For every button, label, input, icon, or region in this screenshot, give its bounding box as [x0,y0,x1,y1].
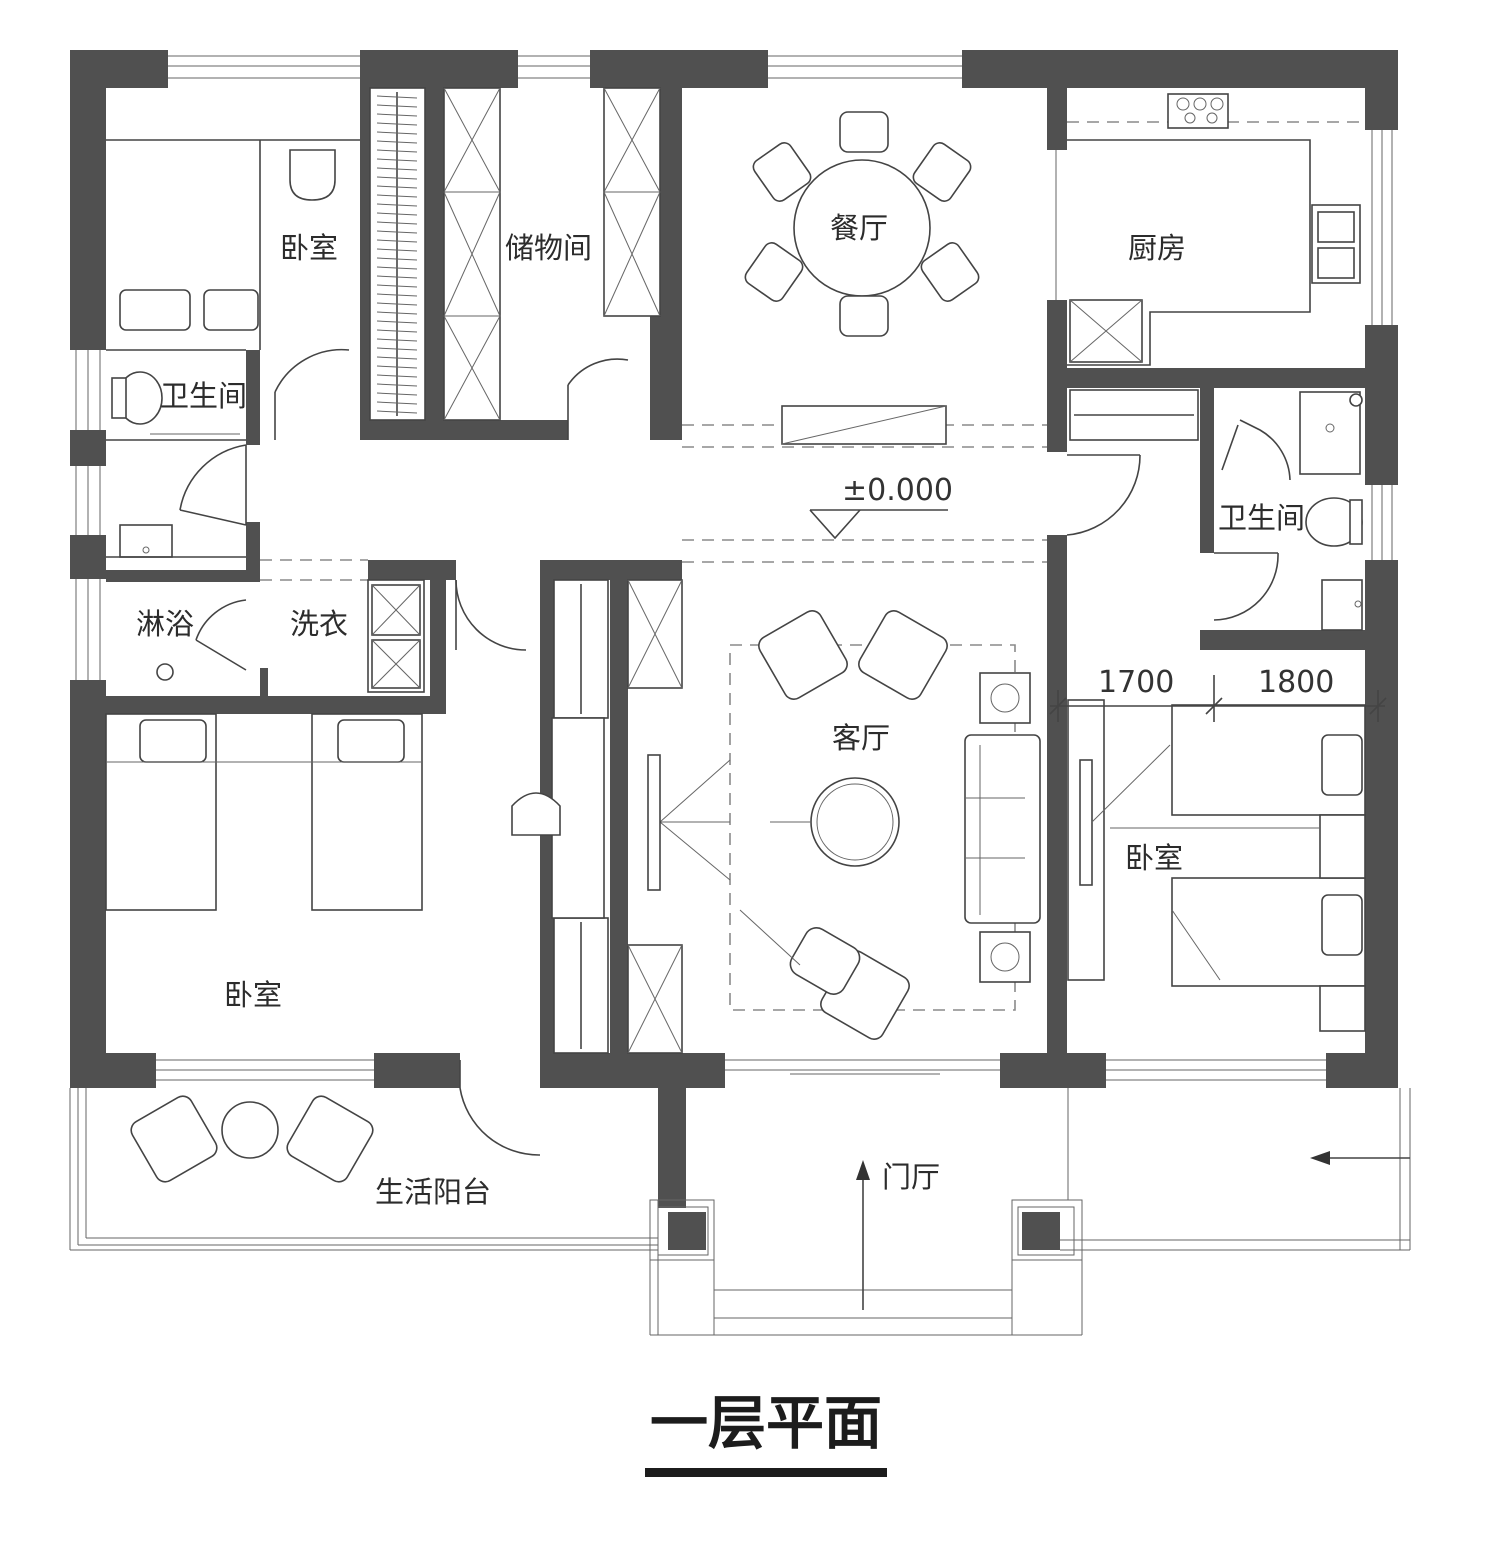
living-furniture [647,610,1041,1040]
room-label-laundry: 洗衣 [290,607,348,641]
dimension-label-1800: 1800 [1258,665,1334,700]
bedroom-e-furniture [1067,699,1366,1032]
dining-table [744,111,980,445]
elevation-label: ±0.000 [842,473,953,508]
room-label-balcony: 生活阳台 [375,1175,491,1209]
room-label-kitchen: 厨房 [1128,231,1186,265]
balcony-furniture [130,1095,374,1183]
kitchen-fixtures [1055,93,1361,366]
east-bath-fixtures [1221,391,1363,631]
room-label-bedroom-sw: 卧室 [224,978,282,1012]
elevation-marker [809,509,948,540]
room-label-bedroom-e: 卧室 [1125,841,1183,875]
bedroom-nw-furniture [106,139,360,350]
room-label-bath-e: 卫生间 [1218,501,1305,535]
walls [70,50,1398,1250]
balcony-outline [69,1088,1411,1336]
storage-cabinets [369,87,1199,1054]
room-label-foyer: 门厅 [882,1160,940,1194]
west-bath-fixtures [106,349,425,693]
title-underline [645,1468,887,1477]
entrance-arrows [856,1151,1410,1310]
room-label-bedroom-nw: 卧室 [280,231,338,265]
doors [179,348,1291,1156]
room-label-storage: 储物间 [505,231,592,265]
dimension-line [1049,675,1387,722]
windows [75,55,1393,1081]
dimension-label-1700: 1700 [1098,665,1174,700]
room-label-shower: 淋浴 [136,607,194,641]
bedroom-sw-furniture [105,713,605,919]
room-label-dining: 餐厅 [830,211,888,245]
plan-title: 一层平面 [650,1389,882,1457]
room-label-living: 客厅 [832,721,890,755]
room-label-bath-w: 卫生间 [160,379,247,413]
